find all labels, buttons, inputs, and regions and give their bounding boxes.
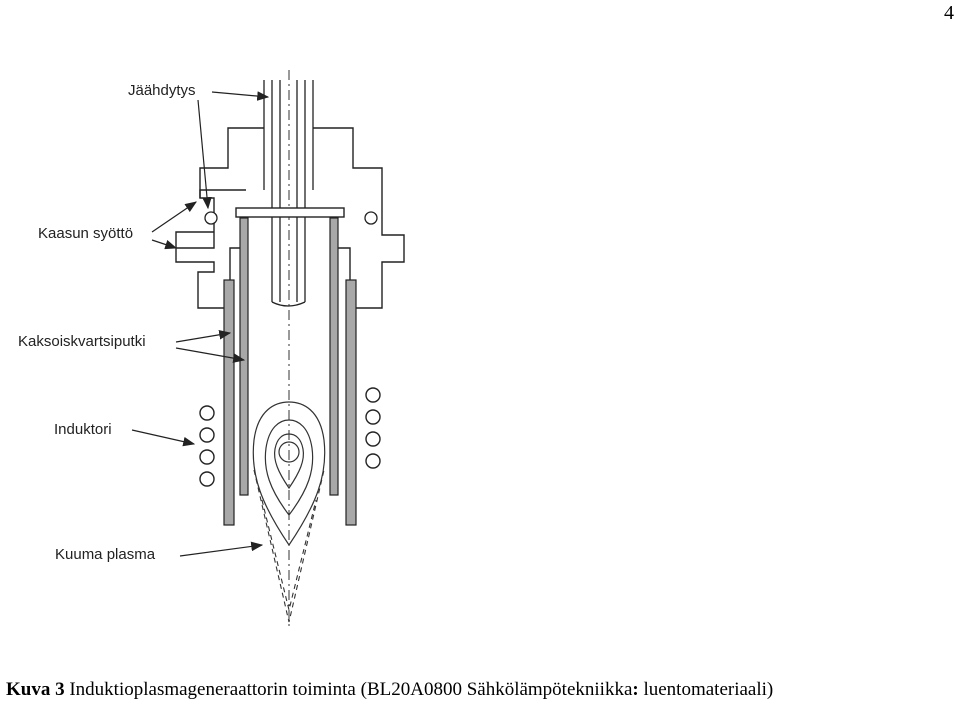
- plasma-torch-diagram: Jäähdytys Kaasun syöttö Kaksoiskvartsipu…: [18, 70, 405, 630]
- leader-arrows: [131, 91, 270, 557]
- caption-suffix: luentomateriaali): [638, 679, 774, 700]
- inductor-coils: [199, 387, 381, 487]
- outer-quartz-tube: [223, 279, 357, 526]
- page-number: 4: [944, 2, 954, 24]
- caption-prefix: Kuva 3: [6, 679, 65, 700]
- caption-colon: :: [632, 679, 639, 700]
- plasma-tail: [253, 469, 325, 623]
- channel-holes: [204, 211, 378, 225]
- label-cooling: Jäähdytys: [128, 82, 196, 99]
- label-inductor: Induktori: [54, 421, 112, 438]
- figure-caption: Kuva 3 Induktioplasmageneraattorin toimi…: [6, 679, 773, 701]
- label-gas-feed: Kaasun syöttö: [38, 225, 133, 242]
- caption-text: Induktioplasmageneraattorin toiminta (BL…: [64, 679, 633, 700]
- label-double-quartz-tube: Kaksoiskvartsiputki: [18, 333, 146, 350]
- label-hot-plasma: Kuuma plasma: [55, 546, 156, 563]
